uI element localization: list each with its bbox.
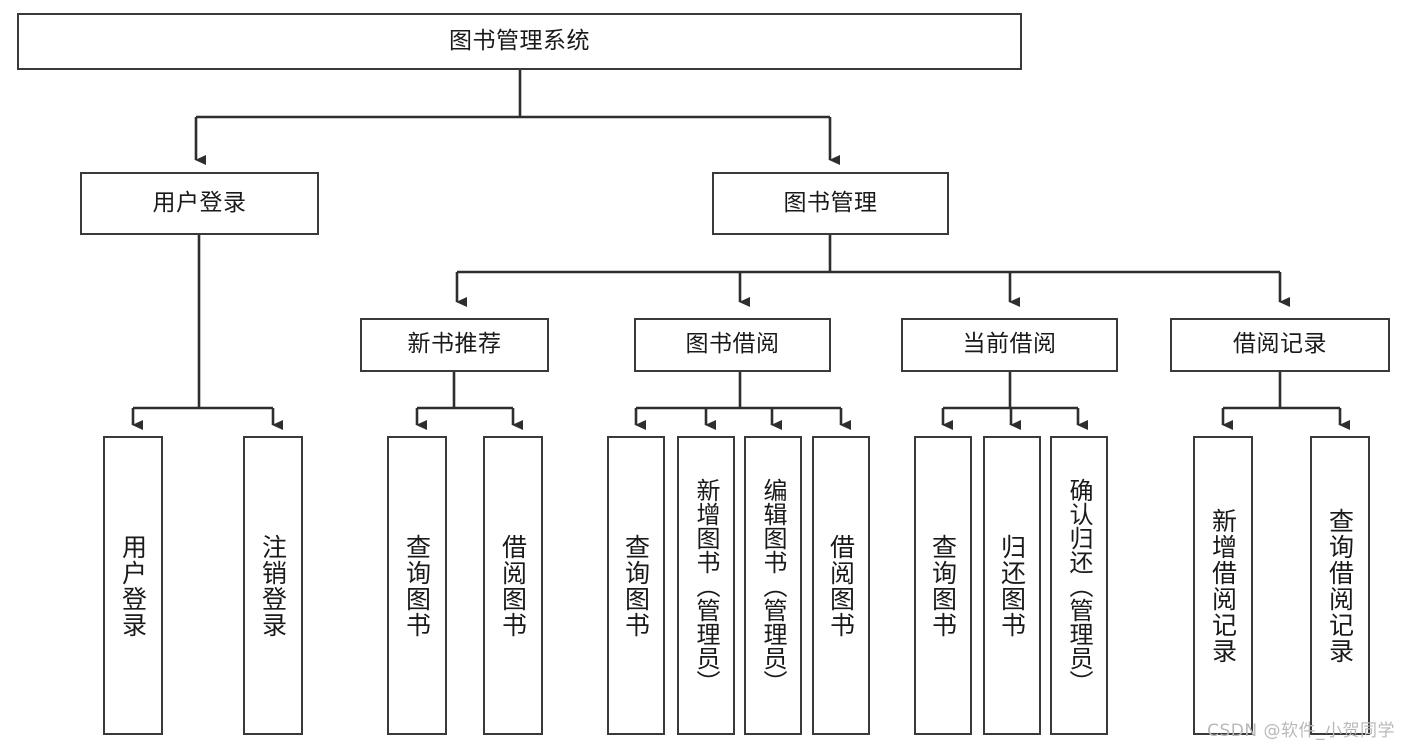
leaf-query-book-current[interactable]: 查询图书 (914, 436, 972, 735)
leaf-query-book-borrow[interactable]: 查询图书 (607, 436, 665, 735)
node-current-borrow[interactable]: 当前借阅 (901, 318, 1118, 372)
leaf-query-borrow-record[interactable]: 查询借阅记录 (1310, 436, 1370, 735)
leaf-confirm-return-admin[interactable]: 确认归还（管理员） (1050, 436, 1108, 735)
node-label: 查询图书 (402, 533, 432, 638)
node-new-book-recommend[interactable]: 新书推荐 (360, 318, 549, 372)
node-label: 图书管理 (783, 189, 878, 216)
node-label: 确认归还（管理员） (1065, 477, 1093, 694)
leaf-add-borrow-record[interactable]: 新增借阅记录 (1193, 436, 1253, 735)
leaf-user-login[interactable]: 用户登录 (103, 436, 163, 735)
node-label: 查询图书 (928, 533, 958, 638)
node-label: 查询借阅记录 (1325, 507, 1355, 664)
leaf-add-book-admin[interactable]: 新增图书（管理员） (677, 436, 735, 735)
node-label: 用户登录 (152, 189, 247, 216)
node-label: 当前借阅 (962, 331, 1057, 358)
leaf-return-book[interactable]: 归还图书 (983, 436, 1041, 735)
node-label: 新增图书（管理员） (692, 477, 720, 694)
leaf-logout[interactable]: 注销登录 (243, 436, 303, 735)
watermark: CSDN @软件_小贺同学 (1207, 721, 1395, 741)
node-user-login[interactable]: 用户登录 (80, 172, 319, 235)
leaf-query-book-recommend[interactable]: 查询图书 (387, 436, 447, 735)
node-label: 归还图书 (997, 533, 1027, 638)
node-label: 图书管理系统 (449, 27, 590, 54)
node-label: 新增借阅记录 (1208, 507, 1238, 664)
node-label: 查询图书 (621, 533, 651, 638)
leaf-borrow-book[interactable]: 借阅图书 (812, 436, 870, 735)
node-root-system[interactable]: 图书管理系统 (17, 13, 1022, 70)
node-book-management[interactable]: 图书管理 (712, 172, 949, 235)
leaf-borrow-book-recommend[interactable]: 借阅图书 (483, 436, 543, 735)
node-label: 图书借阅 (685, 331, 780, 358)
node-borrow-record[interactable]: 借阅记录 (1170, 318, 1390, 372)
node-label: 用户登录 (118, 533, 148, 638)
node-book-borrow[interactable]: 图书借阅 (634, 318, 831, 372)
node-label: 借阅记录 (1233, 331, 1327, 358)
node-label: 借阅图书 (826, 533, 856, 638)
node-label: 编辑图书（管理员） (759, 477, 787, 694)
node-label: 借阅图书 (498, 533, 528, 638)
node-label: 注销登录 (258, 533, 288, 638)
node-label: 新书推荐 (407, 331, 502, 358)
leaf-edit-book-admin[interactable]: 编辑图书（管理员） (744, 436, 802, 735)
